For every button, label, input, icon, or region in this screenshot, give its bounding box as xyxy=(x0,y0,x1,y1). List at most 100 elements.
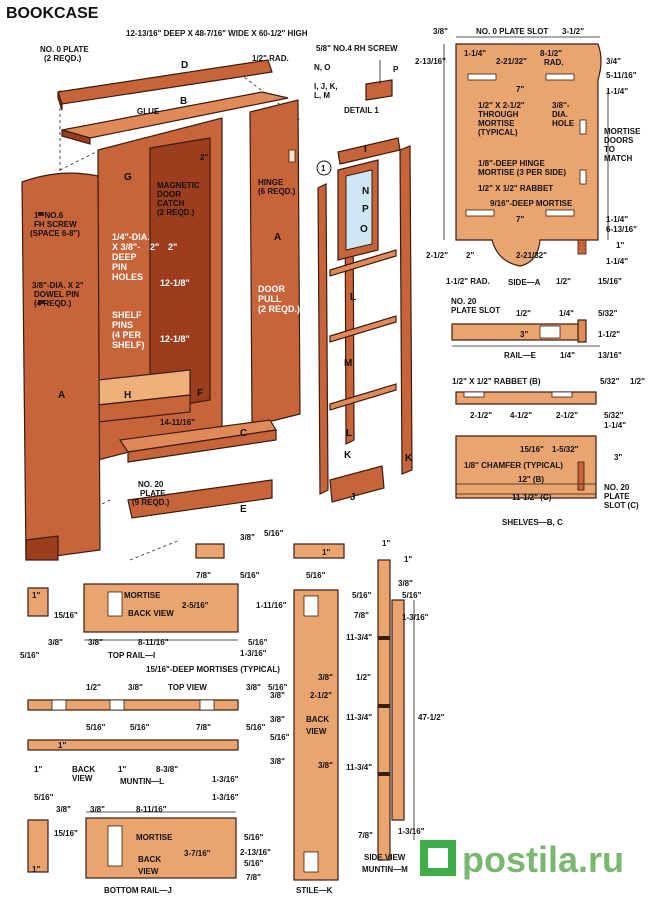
no20-plate-line1: NO. 20 xyxy=(138,480,164,489)
detail-1-label: DETAIL 1 xyxy=(344,106,379,115)
bottom-rail-d7: 3-7/16" xyxy=(184,849,211,858)
side-a-deep-mortise: 9/16"-DEEP MORTISE xyxy=(490,199,573,208)
rail-e-name: RAIL—E xyxy=(504,351,537,360)
top-rail-mortise: MORTISE xyxy=(124,591,161,600)
detail-1-glazing-strip xyxy=(365,79,393,101)
glue-label: GLUE xyxy=(137,107,160,116)
stile-back-1: BACK xyxy=(306,715,329,724)
muntin-m-side-view xyxy=(377,559,391,861)
dowel-line3: (4 REQD.) xyxy=(34,299,72,308)
muntin-l-name: MUNTIN—L xyxy=(120,777,164,786)
label-part-n: N xyxy=(362,186,369,197)
side-a-d12: 1-1/4" xyxy=(606,215,628,224)
muntin-l-back-view xyxy=(27,739,239,751)
rail-e-d3: 5/32" xyxy=(598,309,618,318)
bottom-rail-d6: 15/16" xyxy=(54,829,78,838)
side-a-through-1: 1/2" X 2-1/2" xyxy=(478,101,525,110)
bottom-rail-back-1: BACK xyxy=(138,855,161,864)
side-a-hole-3: HOLE xyxy=(552,119,575,128)
bottom-rail-back-2: VIEW xyxy=(138,867,159,876)
side-a-name: SIDE—A xyxy=(508,278,541,287)
side-a-drawing xyxy=(443,36,609,267)
label-part-k-left: K xyxy=(344,450,352,461)
shelf-pins-line1: SHELF xyxy=(112,310,142,320)
bottom-rail-d10: 1" xyxy=(32,865,40,874)
shelves-d2: 1/2" xyxy=(630,377,645,386)
shelves-d4: 4-1/2" xyxy=(510,411,532,420)
muntin-m-d2: 1" xyxy=(404,555,412,564)
side-a-doors-4: MATCH xyxy=(604,154,633,163)
muntin-l-top-view xyxy=(27,699,239,711)
top-rail-d13: 8-11/16" xyxy=(138,638,169,647)
dowel-line1: 3/8"-DIA. X 2" xyxy=(32,281,84,290)
no20-plate-line3: (9 REQD.) xyxy=(132,498,170,507)
bottom-rail-d8: 5/16" xyxy=(244,833,264,842)
label-part-o: O xyxy=(360,224,368,235)
shelves-name: SHELVES—B, C xyxy=(502,518,563,527)
detail-parts-lm: L, M xyxy=(314,91,330,100)
label-part-e: E xyxy=(240,504,247,515)
pin-holes-line2: X 3/8"- xyxy=(112,242,140,252)
side-a-d3: 2-13/16" xyxy=(415,57,446,66)
side-a-d7: 3/4" xyxy=(606,57,621,66)
stile-k-back-view xyxy=(293,589,339,881)
muntin-m-d12: 11-3/4" xyxy=(346,763,372,772)
hinge-line1: HINGE xyxy=(258,178,284,187)
top-rail-d7: 1" xyxy=(32,591,40,600)
label-part-f: F xyxy=(197,388,203,399)
side-a-through-4: (TYPICAL) xyxy=(478,128,518,137)
bottom-rail-labels: 5/16" 3/8" 3/8" 8-11/16" 1-3/16" MORTISE… xyxy=(32,793,271,895)
muntin-m-d6: 7/8" xyxy=(354,611,369,620)
rail-e-d2: 1/4" xyxy=(559,309,574,318)
muntin-l-d6: 5/16" xyxy=(246,723,266,732)
muntin-m-d9: 1/2" xyxy=(356,673,371,682)
side-a-d21: 15/16" xyxy=(598,277,622,286)
shelves-d1: 5/32" xyxy=(600,377,620,386)
hinge-mortise-mark xyxy=(288,149,296,163)
muntin-l-d2: 3/8" xyxy=(128,683,143,692)
side-a-d19: 1-1/2" RAD. xyxy=(446,277,490,286)
rail-e-drawing xyxy=(451,319,600,347)
magnetic-line2: DOOR xyxy=(157,190,181,199)
muntin-l-d11: 8-3/8" xyxy=(156,765,178,774)
muntin-l-d8: 1" xyxy=(58,741,66,750)
bottom-rail-d9: 5/16" xyxy=(244,859,264,868)
top-rail-d1: 5/16" xyxy=(264,529,284,538)
muntin-m-drawing xyxy=(377,559,415,861)
muntin-m-d13: 7/8" xyxy=(358,831,373,840)
top-rail-d12: 3/8" xyxy=(88,638,103,647)
stile-d5: 5/16" xyxy=(270,733,290,742)
top-rail-d4: 7/8" xyxy=(196,571,211,580)
top-rail-d9: 2-5/16" xyxy=(182,601,209,610)
label-part-g: G xyxy=(124,172,132,183)
side-a-d8: 5-11/16" xyxy=(606,71,637,80)
muntin-l-back-2: VIEW xyxy=(72,774,93,783)
top-rail-labels: 5/16" 3/8" 1" 7/8" 5/16" 5/16" MORTISE B… xyxy=(20,529,330,660)
muntin-l-d7: 7/8" xyxy=(196,723,211,732)
top-rail-d15: 5/16" xyxy=(20,651,40,660)
shelves-rabbet: 1/2" X 1/2" RABBET (B) xyxy=(452,377,541,386)
fh-screw-line3: (SPACE 6-8") xyxy=(30,229,80,238)
muntin-m-d4: 5/16" xyxy=(352,591,372,600)
side-a-doors-3: TO xyxy=(604,145,615,154)
side-a-labels: 3/8" NO. 0 PLATE SLOT 3-1/2" 2-13/16" 1-… xyxy=(415,27,641,287)
side-a-d4: 1-1/4" xyxy=(464,49,486,58)
muntin-m-d5: 5/16" xyxy=(402,591,422,600)
magnetic-line1: MAGNETIC xyxy=(157,181,200,190)
top-rail-d8: 15/16" xyxy=(54,611,78,620)
side-a-d2: 3-1/2" xyxy=(562,27,584,36)
watermark-text: postila.ru xyxy=(462,839,624,880)
side-a-d20: 1/2" xyxy=(556,277,571,286)
side-a-plate-slot: NO. 0 PLATE SLOT xyxy=(476,27,548,36)
muntin-l-d3: 5/16" xyxy=(86,723,106,732)
rail-e-d4: 3" xyxy=(520,330,528,339)
bottom-rail-d11: 2-13/16" xyxy=(240,848,271,857)
muntin-m-labels: 1" 1" 3/8" 5/16" 5/16" 7/8" 1-3/16" 11-3… xyxy=(346,539,445,874)
bottom-rail-d2: 3/8" xyxy=(56,805,71,814)
rail-e-slot-1: NO. 20 xyxy=(451,297,477,306)
glass-pane xyxy=(345,169,373,251)
label-part-i: I xyxy=(364,144,367,155)
side-a-d10: 1-1/4" xyxy=(606,87,628,96)
side-a-hole-1: 3/8"- xyxy=(552,101,570,110)
